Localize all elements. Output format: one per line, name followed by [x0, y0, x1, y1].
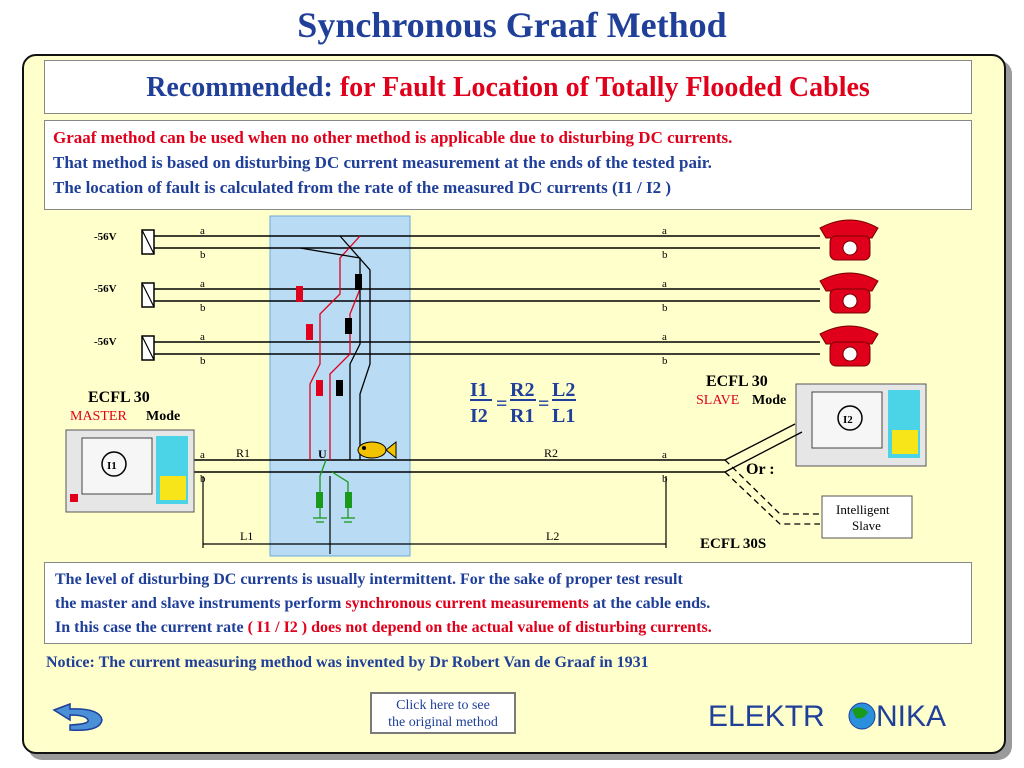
- svg-text:L1: L1: [240, 529, 253, 543]
- svg-text:b: b: [200, 355, 206, 367]
- back-arrow-icon[interactable]: [40, 700, 112, 736]
- svg-text:R1: R1: [236, 446, 250, 460]
- voltage-label-2: -56V: [94, 283, 117, 295]
- fault-resistors: [296, 274, 362, 508]
- recommended-banner: Recommended: for Fault Location of Total…: [44, 60, 972, 114]
- svg-text:L2: L2: [546, 529, 559, 543]
- original-method-button[interactable]: Click here to see the original method: [370, 692, 516, 734]
- ground-wires: [313, 459, 355, 523]
- svg-text:=: =: [538, 393, 549, 415]
- telephone-icon: [819, 219, 879, 367]
- voltage-label-3: -56V: [94, 336, 117, 348]
- svg-text:b: b: [200, 302, 206, 314]
- slave-instrument: I2: [795, 383, 927, 467]
- svg-text:b: b: [662, 302, 668, 314]
- svg-text:b: b: [200, 249, 206, 261]
- svg-text:a: a: [662, 225, 667, 237]
- svg-text:a: a: [662, 449, 667, 461]
- leak-paths: [299, 235, 371, 460]
- u-label: U: [318, 447, 327, 461]
- slave-title: ECFL 30: [706, 373, 768, 390]
- master-mode: Mode: [146, 409, 180, 424]
- length-labels: L1 L2: [240, 529, 559, 543]
- svg-text:NIKA: NIKA: [876, 700, 946, 733]
- intro-line-3: The location of fault is calculated from…: [53, 178, 672, 197]
- master-mode-label: MASTER: [70, 409, 127, 424]
- voltage-labels: -56V -56V -56V: [94, 231, 117, 348]
- intelligent-slave-box: [821, 495, 913, 539]
- slave-label: Slave: [852, 518, 881, 533]
- svg-text:ELEKTR: ELEKTR: [708, 700, 825, 733]
- svg-text:I1: I1: [470, 379, 488, 401]
- slave-mode-label: SLAVE: [696, 393, 739, 408]
- or-label: Or :: [746, 461, 775, 478]
- explanation-line-2: the master and slave instruments perform…: [55, 595, 711, 612]
- master-instrument: I1: [65, 429, 195, 513]
- svg-text:L2: L2: [552, 379, 575, 401]
- recommended-label: Recommended:: [146, 72, 333, 103]
- master-title: ECFL 30: [88, 389, 150, 406]
- page-title: Synchronous Graaf Method: [297, 5, 727, 45]
- svg-text:a: a: [662, 331, 667, 343]
- svg-text:I1: I1: [107, 460, 117, 472]
- svg-text:I2: I2: [843, 414, 853, 426]
- slave-connections: [724, 423, 820, 525]
- intro-line-1: Graaf method can be used when no other m…: [53, 128, 733, 147]
- svg-text:a: a: [200, 331, 205, 343]
- svg-text:a: a: [200, 449, 205, 461]
- svg-text:=: =: [496, 393, 507, 415]
- formula: I1 I2 = R2 R1 = L2 L1: [470, 379, 576, 427]
- explanation-line-1: The level of disturbing DC currents is u…: [55, 571, 683, 588]
- voltage-label-1: -56V: [94, 231, 117, 243]
- svg-text:b: b: [662, 473, 668, 485]
- recommended-text: for Fault Location of Totally Flooded Ca…: [339, 72, 870, 103]
- svg-text:b: b: [662, 355, 668, 367]
- intro-line-2: That method is based on disturbing DC cu…: [53, 153, 712, 172]
- svg-text:R2: R2: [510, 379, 534, 401]
- fish-icon: [357, 440, 397, 460]
- cable-pairs: [154, 235, 820, 473]
- relay-crosses: [141, 229, 155, 361]
- svg-text:b: b: [662, 249, 668, 261]
- elektronika-logo: ELEKTR NIKA: [708, 700, 946, 733]
- svg-text:R1: R1: [510, 405, 534, 427]
- svg-text:I2: I2: [470, 405, 488, 427]
- svg-text:a: a: [200, 278, 205, 290]
- explanation-box: The level of disturbing DC currents is u…: [44, 562, 972, 644]
- resistance-labels: R1 R2: [236, 446, 558, 460]
- ecfl30s-label: ECFL 30S: [700, 536, 766, 552]
- graaf-diagram: -56V -56V -56V ab ab ab ab ab ab ab ab: [65, 215, 927, 557]
- length-dimensions: [202, 476, 667, 554]
- explanation-line-3: In this case the current rate ( I1 / I2 …: [55, 619, 712, 636]
- notice-text: Notice: The current measuring method was…: [46, 654, 649, 671]
- svg-text:a: a: [200, 225, 205, 237]
- slave-mode: Mode: [752, 393, 786, 408]
- svg-text:R2: R2: [544, 446, 558, 460]
- intelligent-label: Intelligent: [836, 502, 890, 517]
- svg-text:a: a: [662, 278, 667, 290]
- intro-box: Graaf method can be used when no other m…: [44, 120, 972, 210]
- svg-text:L1: L1: [552, 405, 575, 427]
